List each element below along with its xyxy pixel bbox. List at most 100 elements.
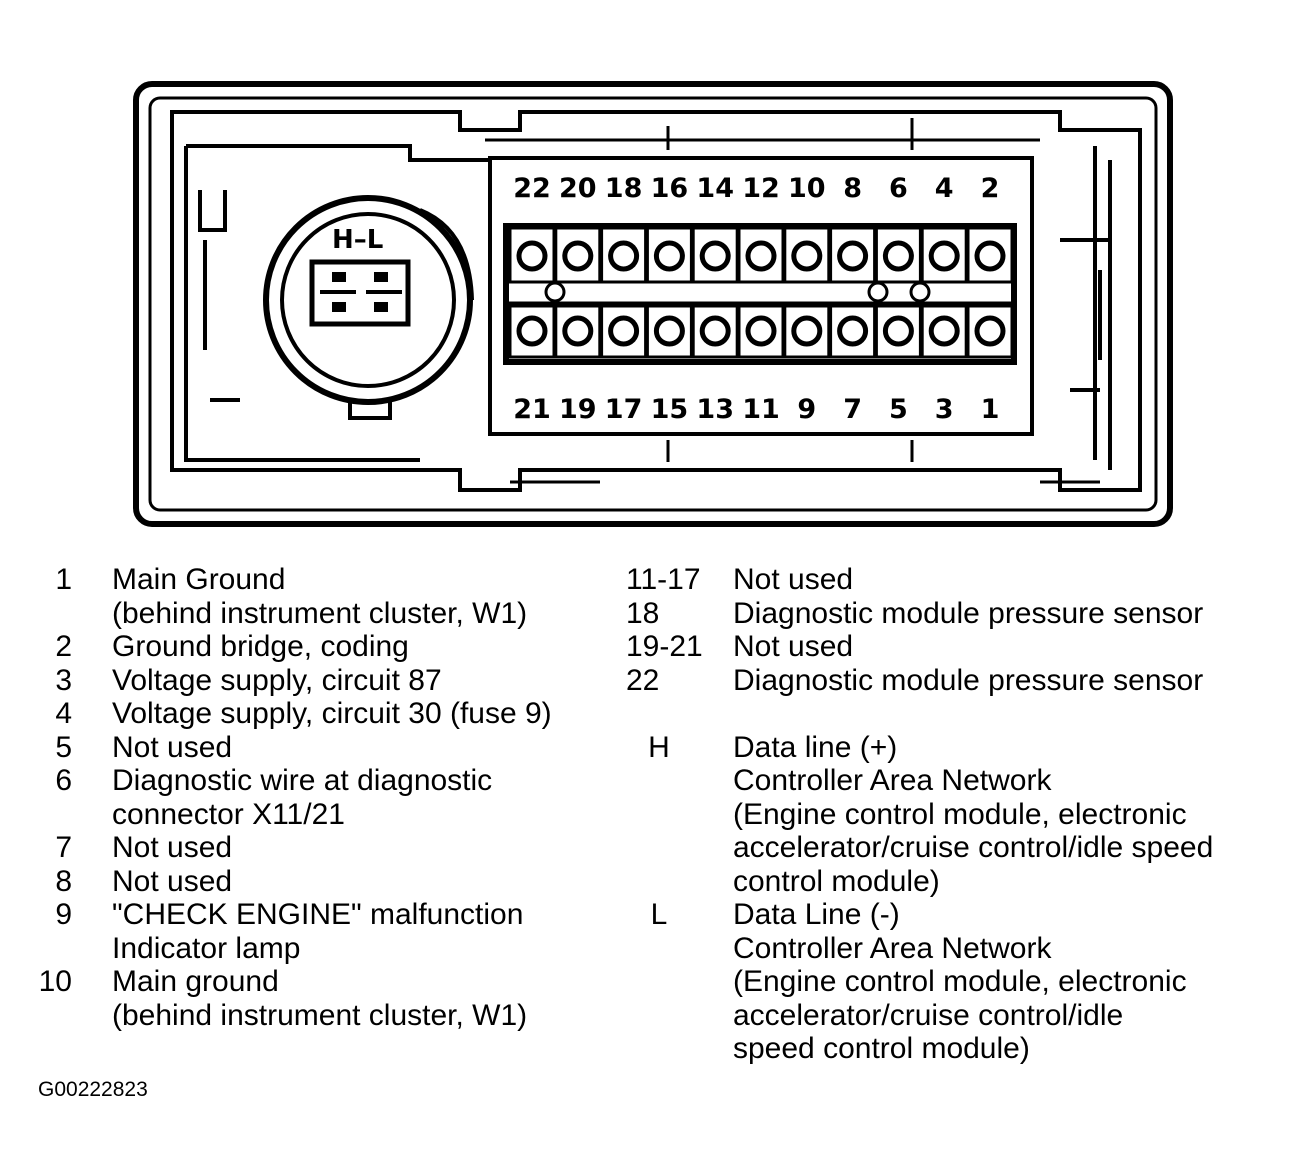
- pin-socket-3: [928, 315, 960, 347]
- legend-pin-description: Diagnostic wire at diagnostic connector …: [112, 764, 493, 831]
- legend-pin-description: Data line (+) Controller Area Network (E…: [733, 730, 1214, 898]
- legend-pin-description: Diagnostic module pressure sensor: [733, 663, 1204, 697]
- pin-cell-10: [783, 226, 831, 284]
- pin-block-frame: [488, 156, 1034, 436]
- legend-pin-description: Not used: [112, 831, 233, 864]
- legend-row: 22 Diagnostic module pressure sensor: [626, 664, 1213, 698]
- pin-number-17: 17: [605, 394, 643, 425]
- legend-pin-number: 4: [55, 697, 72, 730]
- figure-code: G00222823: [38, 1078, 148, 1101]
- pin-number-18: 18: [605, 173, 643, 204]
- pin-grid: [503, 223, 1017, 365]
- pin-number-21: 21: [513, 394, 551, 425]
- legend-pin-description: Not used: [112, 730, 233, 764]
- pin-number-14: 14: [696, 173, 734, 204]
- legend-pin-number: L: [650, 898, 668, 931]
- housing-inner-frame: [170, 110, 1142, 492]
- pin-cell-14: [691, 226, 739, 284]
- pin-cell-1: [966, 301, 1014, 359]
- pin-number-19: 19: [559, 394, 597, 425]
- hl-socket-block: [309, 259, 411, 327]
- legend-pin-number: 8: [55, 864, 72, 898]
- pin-number-2: 2: [981, 173, 1000, 204]
- legend-pin-number: 9: [55, 898, 72, 931]
- legend-pin-number: 5: [55, 730, 72, 764]
- legend-pin-description: Voltage supply, circuit 87: [112, 663, 442, 697]
- coding-hole: [909, 281, 931, 303]
- pin-cell-2: [966, 226, 1014, 284]
- connector-housing: [133, 81, 1173, 527]
- pin-number-11: 11: [742, 394, 780, 425]
- legend-row: 9 "CHECK ENGINE" malfunction Indicator la…: [28, 898, 552, 965]
- pin-socket-7: [837, 315, 869, 347]
- legend-pin-description: Not used: [733, 563, 854, 596]
- legend-pin-number: 22: [626, 663, 660, 697]
- pin-socket-6: [882, 240, 914, 272]
- housing-rib-left: [184, 144, 490, 462]
- pin-socket-1: [974, 315, 1006, 347]
- legend-pin-description: "CHECK ENGINE" malfunction Indicator lam…: [112, 898, 524, 965]
- pin-cell-5: [874, 301, 922, 359]
- pin-cell-20: [554, 226, 602, 284]
- pin-number-9: 9: [797, 394, 816, 425]
- hl-pin-h-upper: [332, 272, 346, 282]
- pin-number-12: 12: [742, 173, 780, 204]
- legend-pin-number: H: [648, 730, 670, 764]
- legend-pin-description: Not used: [733, 630, 854, 663]
- housing-rib-bottom: [510, 440, 1100, 484]
- pin-socket-2: [974, 240, 1006, 272]
- pin-cell-21: [508, 301, 556, 359]
- pin-cell-17: [600, 301, 648, 359]
- pin-socket-19: [562, 315, 594, 347]
- pin-number-13: 13: [696, 394, 734, 425]
- pin-cell-11: [737, 301, 785, 359]
- pin-number-16: 16: [651, 173, 689, 204]
- pin-socket-20: [562, 240, 594, 272]
- pin-socket-14: [699, 240, 731, 272]
- legend-pin-number: 11-17: [626, 563, 701, 596]
- pin-socket-21: [516, 315, 548, 347]
- legend-pin-description: Voltage supply, circuit 30 (fuse 9): [112, 697, 552, 730]
- pin-cell-22: [508, 226, 556, 284]
- pin-cell-19: [554, 301, 602, 359]
- legend-pin-number: 18: [626, 596, 660, 630]
- pin-number-20: 20: [559, 173, 597, 204]
- pin-number-4: 4: [935, 173, 954, 204]
- legend-pin-description: Main ground (behind instrument cluster, …: [112, 965, 528, 1032]
- pin-socket-8: [837, 240, 869, 272]
- pin-number-1: 1: [981, 394, 1000, 425]
- hl-socket-inner: [280, 212, 456, 388]
- pin-socket-17: [608, 315, 640, 347]
- pin-number-5: 5: [889, 394, 908, 425]
- pin-socket-10: [791, 240, 823, 272]
- legend-row: 11-17 Not used: [626, 563, 1213, 597]
- legend-pin-description: Main Ground (behind instrument cluster, …: [112, 563, 528, 630]
- pin-cell-7: [829, 301, 877, 359]
- pin-socket-13: [699, 315, 731, 347]
- pin-number-3: 3: [935, 394, 954, 425]
- legend-pin-number: 6: [55, 764, 72, 797]
- legend-pin-description: Ground bridge, coding: [112, 630, 409, 663]
- pin-cell-6: [874, 226, 922, 284]
- pin-number-10: 10: [788, 173, 826, 204]
- pin-socket-5: [882, 315, 914, 347]
- pin-number-15: 15: [651, 394, 689, 425]
- legend-row: 4 Voltage supply, circuit 30 (fuse 9): [28, 697, 552, 731]
- hl-pin-l-upper: [374, 272, 388, 282]
- pin-number-8: 8: [843, 173, 862, 204]
- hl-pin-l-lower: [374, 302, 388, 312]
- pin-cell-13: [691, 301, 739, 359]
- pin-number-22: 22: [513, 173, 551, 204]
- legend-pin-number: 2: [55, 630, 72, 663]
- pin-cell-9: [783, 301, 831, 359]
- pin-number-7: 7: [843, 394, 862, 425]
- legend-row: H Data line (+) Controller Area Network (…: [626, 731, 1213, 899]
- pin-socket-22: [516, 240, 548, 272]
